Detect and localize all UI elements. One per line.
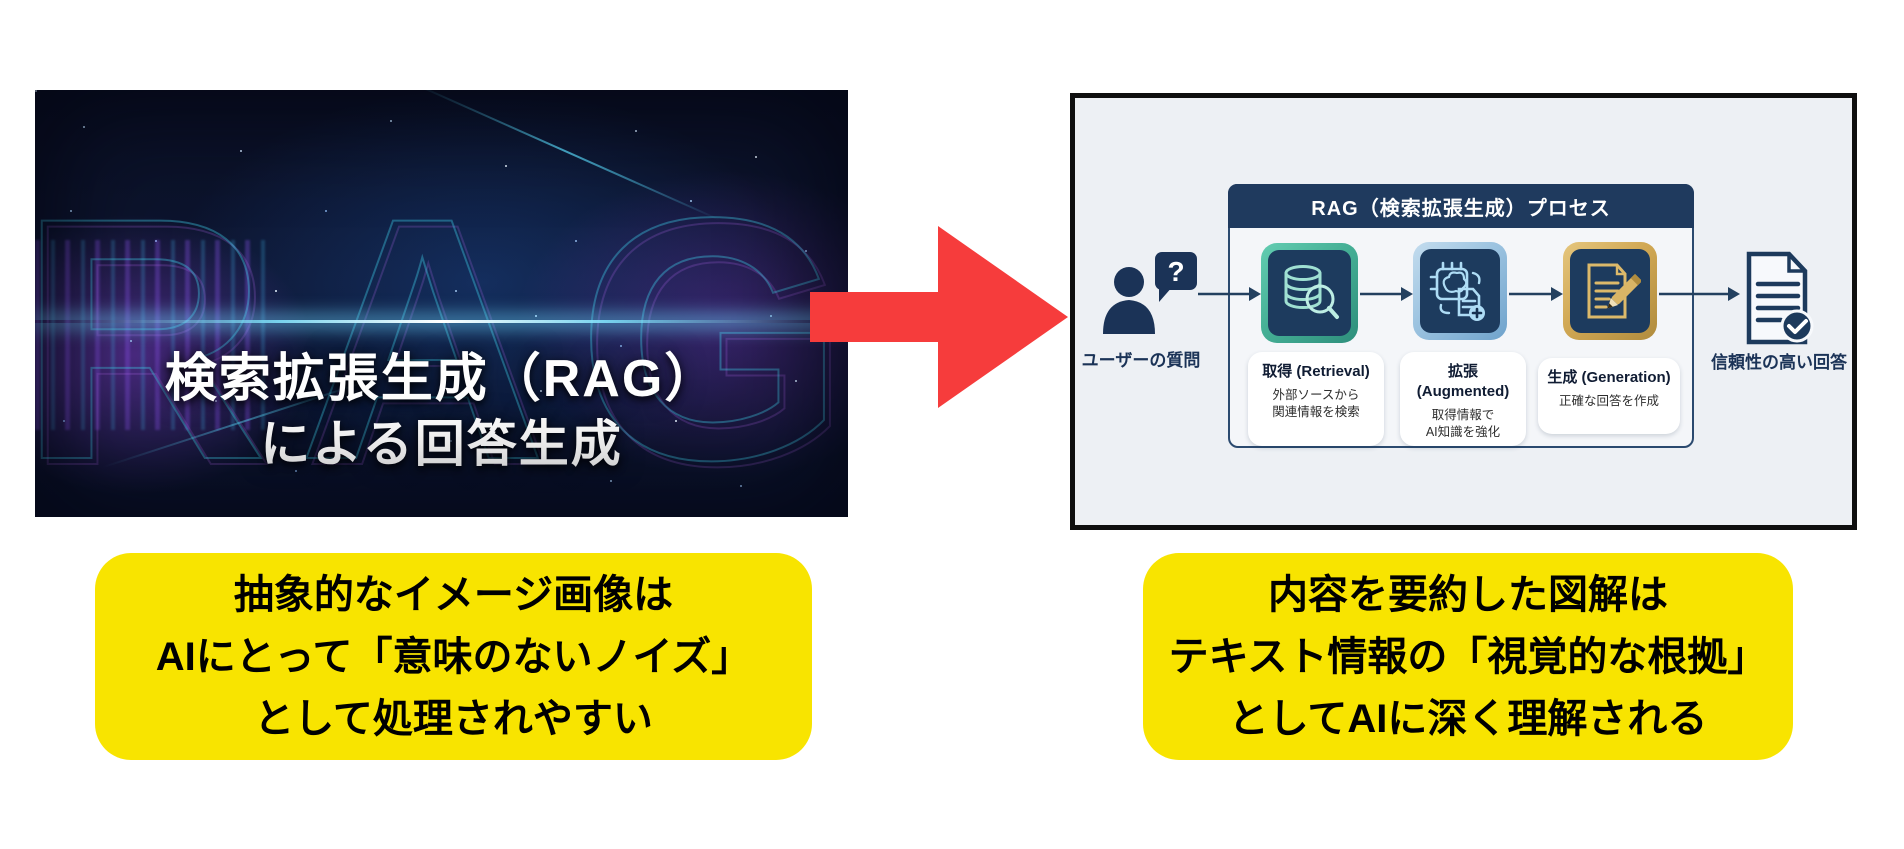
rag-process-diagram-panel: RAG（検索拡張生成）プロセス ? ユーザーの質問 [1070, 93, 1857, 530]
augmented-title: 拡張 (Augmented) [1416, 363, 1510, 400]
retrieval-description: 外部ソースから 関連情報を検索 [1248, 387, 1384, 421]
red-transition-arrow-icon [810, 226, 1068, 408]
augmented-step-card: 拡張 (Augmented) 取得情報で AI知識を強化 [1400, 352, 1526, 446]
augmented-step-icon [1413, 242, 1507, 340]
glow-line-decoration [35, 320, 848, 323]
user-question-label: ユーザーの質問 [1081, 351, 1201, 370]
equalizer-bars-decoration [35, 240, 265, 430]
verified-answer-label: 信頼性の高い回答 [1711, 353, 1847, 372]
right-caption-box: 内容を要約した図解は テキスト情報の「視覚的な根拠」 としてAIに深く理解される [1143, 553, 1793, 760]
left-caption-box: 抽象的なイメージ画像は AIにとって「意味のないノイズ」 として処理されやすい [95, 553, 812, 760]
generation-step-card: 生成 (Generation) 正確な回答を作成 [1538, 358, 1680, 434]
svg-text:RAG: RAG [35, 147, 848, 517]
left-caption-line2: AIにとって「意味のないノイズ」 [155, 635, 752, 679]
augmented-description: 取得情報で AI知識を強化 [1400, 407, 1526, 441]
augmented-desc-line2: AI知識を強化 [1425, 425, 1501, 439]
svg-text:RAG: RAG [35, 153, 848, 517]
right-caption-line3: としてAIに深く理解される [1228, 697, 1708, 741]
light-streak [409, 90, 721, 222]
retrieval-desc-line1: 外部ソースから [1272, 388, 1360, 402]
retrieval-step-card: 取得 (Retrieval) 外部ソースから 関連情報を検索 [1248, 352, 1384, 446]
rag-process-header: RAG（検索拡張生成）プロセス [1228, 184, 1694, 228]
starfield-decoration [35, 90, 37, 92]
ai-chip-document-icon [1429, 261, 1485, 321]
database-search-icon [1284, 265, 1339, 319]
verified-answer-document-icon [1746, 251, 1814, 345]
light-streak [102, 373, 388, 469]
retrieval-desc-line2: 関連情報を検索 [1272, 405, 1360, 419]
generation-step-icon [1563, 242, 1657, 340]
retrieval-step-icon [1261, 243, 1358, 343]
image-title-line2: による回答生成 [260, 416, 623, 472]
generation-desc-line1: 正確な回答を作成 [1558, 394, 1659, 408]
right-caption-line2: テキスト情報の「視覚的な根拠」 [1168, 635, 1768, 679]
right-caption-line1: 内容を要約した図解は [1268, 573, 1668, 617]
left-caption-line1: 抽象的なイメージ画像は [233, 573, 674, 617]
svg-text:?: ? [1167, 256, 1184, 287]
abstract-rag-image: RAG RAG 検索拡張生成（RAG） による回答生成 [35, 90, 848, 517]
generation-title: 生成 (Generation) [1547, 369, 1671, 386]
retrieval-title: 取得 (Retrieval) [1262, 363, 1370, 380]
image-title-line1: 検索拡張生成（RAG） [164, 350, 719, 408]
user-question-icon: ? [1103, 252, 1197, 334]
wireframe-rag-letters: RAG RAG [35, 146, 848, 517]
generation-description: 正確な回答を作成 [1538, 393, 1680, 410]
document-pencil-icon [1587, 263, 1641, 319]
augmented-desc-line1: 取得情報で [1431, 408, 1495, 422]
left-caption-line3: として処理されやすい [254, 697, 653, 741]
